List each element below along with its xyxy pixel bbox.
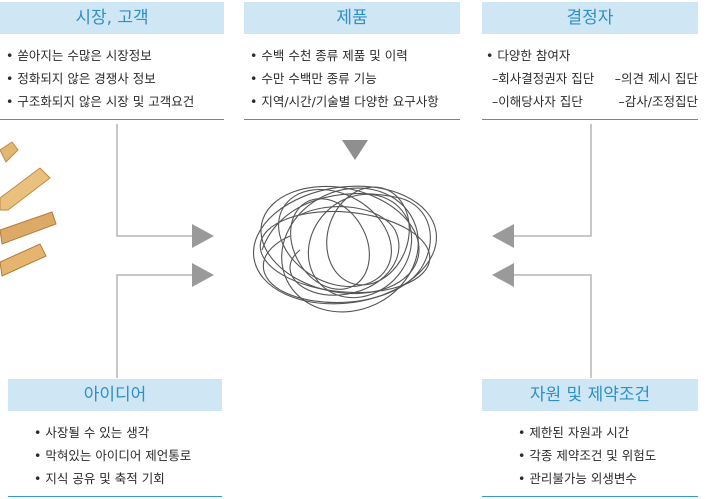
product-rule <box>244 119 460 120</box>
product-item: 수만 수백만 종류 기능 <box>250 67 460 90</box>
market-box: 시장, 고객 쏟아지는 수많은 시장정보 정화되지 않은 경쟁사 정보 구조화되… <box>0 2 224 120</box>
decision-group: –회사결정권자 집단 <box>492 71 595 86</box>
tangled-scribble <box>252 185 438 313</box>
decision-box: 결정자 다양한 참여자 –회사결정권자 집단 –의견 제시 집단 –이해당사자 … <box>482 2 698 120</box>
idea-list: 사장될 수 있는 생각 막혀있는 아이디어 제언통로 지식 공유 및 축적 기회 <box>8 411 222 496</box>
resource-item: 각종 제약조건 및 위험도 <box>518 444 698 467</box>
decision-group-row: –이해당사자 집단 –감사/조정집단 <box>486 90 698 113</box>
decision-rule <box>482 119 698 120</box>
decision-item: 다양한 참여자 <box>486 44 570 67</box>
decision-group: –감사/조정집단 <box>618 94 698 109</box>
idea-box: 아이디어 사장될 수 있는 생각 막혀있는 아이디어 제언통로 지식 공유 및 … <box>8 379 222 497</box>
arrow-right-bottom <box>192 263 214 287</box>
idea-item: 사장될 수 있는 생각 <box>34 421 222 444</box>
decision-group: –의견 제시 집단 <box>614 71 698 86</box>
idea-title: 아이디어 <box>8 379 222 411</box>
connector-market <box>116 124 192 237</box>
connector-idea <box>116 274 192 378</box>
wood-sticks-illustration <box>0 141 57 277</box>
idea-item: 막혀있는 아이디어 제언통로 <box>34 444 222 467</box>
resource-rule <box>482 496 698 497</box>
decision-list: 다양한 참여자 –회사결정권자 집단 –의견 제시 집단 –이해당사자 집단 –… <box>482 34 698 119</box>
idea-rule <box>8 496 222 497</box>
product-list: 수백 수천 종류 제품 및 이력 수만 수백만 종류 기능 지역/시간/기술별 … <box>244 34 460 119</box>
product-title: 제품 <box>244 2 460 34</box>
resource-item: 관리불가능 외생변수 <box>518 467 698 490</box>
connector-resource <box>514 274 592 378</box>
arrow-left-bottom <box>492 263 514 287</box>
product-item: 수백 수천 종류 제품 및 이력 <box>250 44 460 67</box>
market-item: 구조화되지 않은 시장 및 고객요건 <box>6 90 224 113</box>
market-title: 시장, 고객 <box>0 2 224 34</box>
arrow-right-top <box>192 224 214 248</box>
connector-decision <box>514 124 592 237</box>
resource-list: 제한된 자원과 시간 각종 제약조건 및 위험도 관리불가능 외생변수 <box>482 411 698 496</box>
decision-title: 결정자 <box>482 2 698 34</box>
arrow-down <box>342 140 368 160</box>
idea-item: 지식 공유 및 축적 기회 <box>34 467 222 490</box>
market-item: 정화되지 않은 경쟁사 정보 <box>6 67 224 90</box>
resource-title: 자원 및 제약조건 <box>482 379 698 411</box>
decision-group-row: –회사결정권자 집단 –의견 제시 집단 <box>486 67 698 90</box>
market-list: 쏟아지는 수많은 시장정보 정화되지 않은 경쟁사 정보 구조화되지 않은 시장… <box>0 34 224 119</box>
product-item: 지역/시간/기술별 다양한 요구사항 <box>250 90 460 113</box>
resource-item: 제한된 자원과 시간 <box>518 421 698 444</box>
market-rule <box>0 119 224 120</box>
decision-group: –이해당사자 집단 <box>492 94 583 109</box>
product-box: 제품 수백 수천 종류 제품 및 이력 수만 수백만 종류 기능 지역/시간/기… <box>244 2 460 120</box>
arrow-left-top <box>492 224 514 248</box>
market-item: 쏟아지는 수많은 시장정보 <box>6 44 224 67</box>
resource-box: 자원 및 제약조건 제한된 자원과 시간 각종 제약조건 및 위험도 관리불가능… <box>482 379 698 497</box>
